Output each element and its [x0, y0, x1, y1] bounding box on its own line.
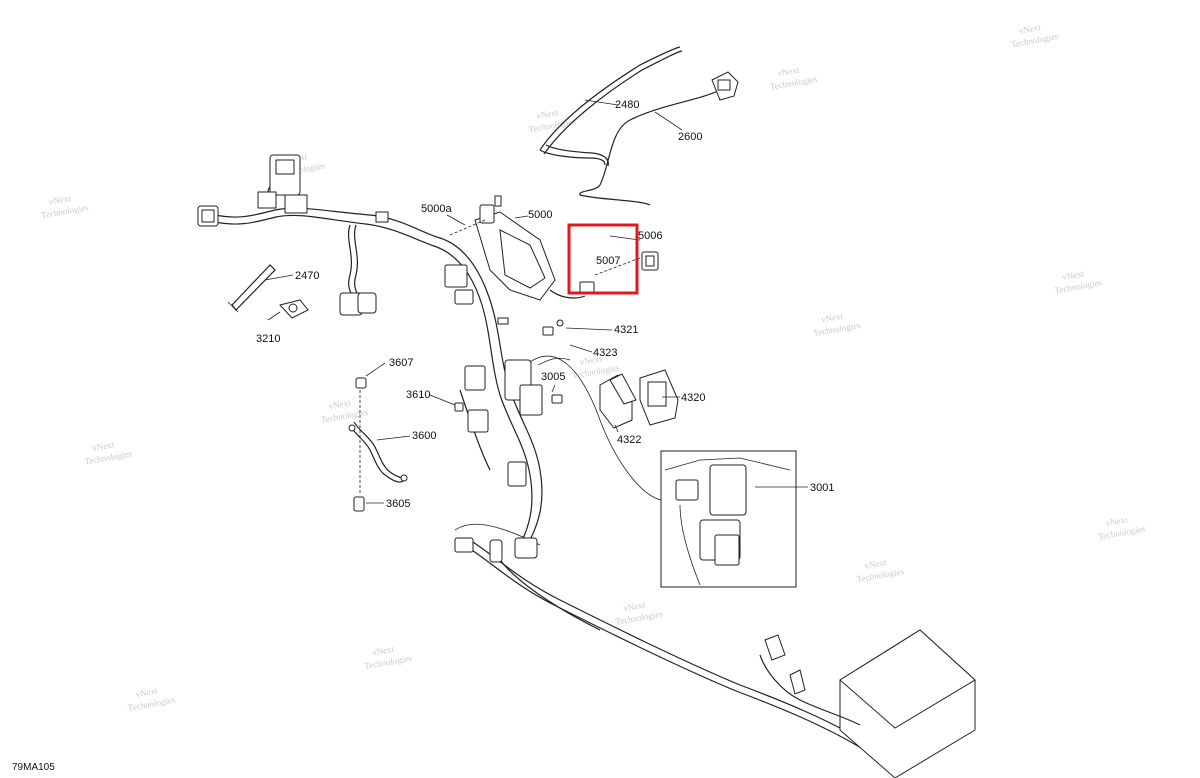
svg-text:Technologies: Technologies — [615, 609, 664, 627]
svg-text:Technologies: Technologies — [856, 566, 905, 584]
highlight-box-5007 — [567, 223, 639, 295]
svg-text:vNext: vNext — [579, 353, 603, 367]
svg-text:vNext: vNext — [135, 685, 159, 699]
svg-text:Technologies: Technologies — [812, 320, 861, 338]
watermark: vNext Technologies — [1054, 268, 1103, 295]
callout-4321[interactable]: 4321 — [614, 324, 638, 336]
svg-text:Technologies: Technologies — [84, 448, 133, 466]
harness-connectors — [197, 154, 543, 563]
svg-text:vNext: vNext — [48, 193, 72, 207]
svg-text:vNext: vNext — [91, 439, 115, 453]
module-5000 — [449, 204, 586, 301]
callout-3001[interactable]: 3001 — [810, 482, 834, 494]
callout-3610[interactable]: 3610 — [406, 389, 430, 401]
svg-text:vNext: vNext — [777, 64, 801, 78]
part-2600-antenna-cable — [579, 71, 739, 206]
callout-2470[interactable]: 2470 — [295, 270, 319, 282]
callout-4320[interactable]: 4320 — [681, 392, 705, 404]
watermark: vNext Technologies — [320, 398, 369, 425]
svg-text:vNext: vNext — [622, 599, 646, 613]
relay-4320 — [639, 369, 679, 426]
callout-3600[interactable]: 3600 — [412, 430, 436, 442]
callout-labels: 2480 2600 5000a 5000 5006 5007 2470 3210… — [256, 99, 834, 510]
callout-3607[interactable]: 3607 — [389, 357, 413, 369]
part-2470-bracket — [227, 264, 276, 313]
callout-4323[interactable]: 4323 — [593, 347, 617, 359]
watermark: vNext Technologies — [615, 599, 664, 627]
watermark: vNext Technologies — [769, 64, 818, 92]
svg-text:Technologies: Technologies — [363, 653, 412, 671]
callout-4322[interactable]: 4322 — [617, 434, 641, 446]
ground-strap-assembly — [348, 377, 408, 512]
svg-text:Technologies: Technologies — [1010, 31, 1059, 49]
callout-3005[interactable]: 3005 — [541, 371, 565, 383]
watermark: vNext Technologies — [363, 644, 412, 671]
svg-text:vNext: vNext — [1062, 268, 1086, 282]
watermark: vNext Technologies — [856, 557, 905, 584]
svg-text:vNext: vNext — [328, 398, 352, 412]
svg-text:vNext: vNext — [1105, 514, 1129, 528]
part-2480-hose — [539, 46, 683, 167]
callout-5007[interactable]: 5007 — [596, 255, 620, 267]
watermark: vNext Technologies — [40, 193, 89, 220]
drawing-code: 79MA105 — [12, 762, 55, 773]
leader-lines — [264, 99, 683, 504]
svg-text:Technologies: Technologies — [40, 202, 89, 220]
watermark: vNext Technologies — [812, 311, 861, 338]
callout-3605[interactable]: 3605 — [386, 498, 410, 510]
sensor-3210 — [279, 299, 309, 319]
watermark: vNext Technologies — [84, 439, 133, 466]
relay-4322 — [599, 373, 637, 429]
battery — [759, 629, 976, 778]
callout-2480[interactable]: 2480 — [615, 99, 639, 111]
watermark: vNext Technologies — [127, 685, 176, 712]
svg-text:Technologies: Technologies — [127, 694, 176, 712]
small-fasteners — [454, 319, 571, 412]
svg-text:vNext: vNext — [371, 644, 395, 658]
svg-text:vNext: vNext — [1018, 22, 1042, 36]
inset-3001 — [660, 450, 808, 588]
callout-5000a[interactable]: 5000a — [421, 203, 452, 215]
svg-text:Technologies: Technologies — [769, 74, 818, 92]
callout-5006[interactable]: 5006 — [638, 230, 662, 242]
svg-text:Technologies: Technologies — [1054, 277, 1103, 295]
svg-text:vNext: vNext — [536, 107, 560, 121]
callout-2600[interactable]: 2600 — [678, 131, 702, 143]
inset-leader — [529, 355, 662, 501]
svg-text:Technologies: Technologies — [320, 407, 369, 425]
svg-text:vNext: vNext — [864, 557, 888, 571]
watermark: vNext Technologies — [1010, 22, 1059, 49]
callout-5000[interactable]: 5000 — [528, 209, 552, 221]
watermark: vNext Technologies — [1097, 514, 1146, 541]
watermark: vNext Technologies — [528, 107, 577, 134]
connector-5006 — [641, 251, 659, 271]
svg-text:vNext: vNext — [820, 311, 844, 325]
svg-text:Technologies: Technologies — [1097, 523, 1146, 541]
callout-3210[interactable]: 3210 — [256, 333, 280, 345]
watermark-layer: vNext Technologies vNext Technologies vN… — [40, 22, 1146, 713]
